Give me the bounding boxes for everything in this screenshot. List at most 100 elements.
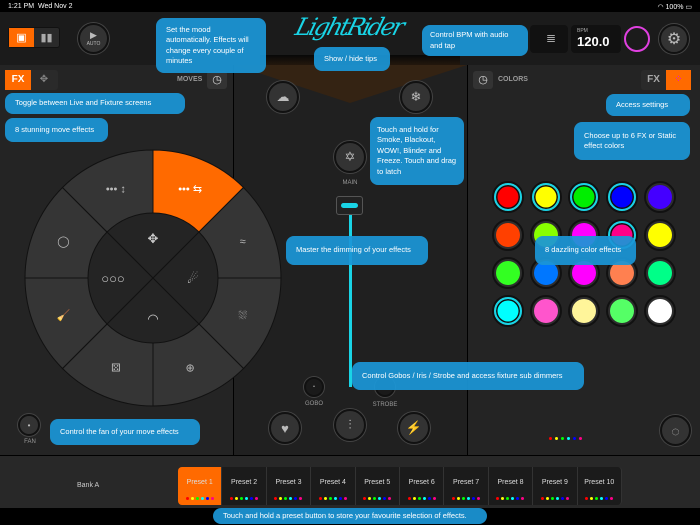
fan-knob[interactable]: • (18, 414, 40, 436)
wow-star-icon[interactable]: ✡ (334, 141, 366, 173)
color-button[interactable] (530, 181, 562, 213)
tip-bpm[interactable]: Control BPM with audio and tap (422, 25, 528, 56)
fixture-bars-icon[interactable]: ▮▮ (40, 32, 53, 44)
color-button[interactable] (530, 295, 562, 327)
live-screen-icon[interactable]: ▣ (9, 28, 34, 47)
fixture-icon[interactable]: ✥ (39, 74, 49, 85)
color-button[interactable] (644, 295, 676, 327)
color-button[interactable] (606, 181, 638, 213)
heart-icon[interactable]: ♥ (269, 412, 301, 444)
move-effect-icon[interactable]: ⛆ (238, 310, 247, 322)
tip-show-hide[interactable]: Show / hide tips (314, 47, 390, 71)
preset-color-dot (195, 497, 199, 500)
move-effect-icon[interactable]: ••• ↕ (106, 183, 126, 195)
preset-button[interactable]: Preset 2 (222, 467, 267, 505)
color-swatch (648, 185, 672, 209)
inner-divider[interactable] (106, 231, 200, 325)
color-swatch (610, 299, 634, 323)
move-effect-icon[interactable]: ⚄ (111, 363, 121, 375)
screen-toggle[interactable]: ▣ ▮▮ (8, 27, 60, 48)
move-effect-icon[interactable]: ••• ⇆ (178, 183, 202, 195)
tips-toggle-icon[interactable] (624, 26, 650, 52)
sub-dimmer-ring-icon[interactable]: ◌ (660, 415, 691, 446)
tip-toggle-screens[interactable]: Toggle between Live and Fixture screens (5, 93, 185, 114)
tip-moves[interactable]: 8 stunning move effects (5, 118, 108, 142)
tip-settings[interactable]: Access settings (606, 94, 690, 116)
preset-color-dot (590, 497, 594, 500)
tip-fan[interactable]: Control the fan of your move effects (50, 419, 200, 445)
tip-auto[interactable]: Set the mood automatically. Effects will… (156, 18, 266, 73)
color-button[interactable] (568, 295, 600, 327)
tip-gobos[interactable]: Control Gobos / Iris / Strobe and access… (352, 362, 584, 390)
preset-button[interactable]: Preset 3 (266, 467, 312, 505)
preset-color-dot (610, 497, 614, 500)
colors-clock-icon[interactable]: ◷ (473, 71, 493, 89)
status-battery: ◠ 100% ▭ (657, 4, 692, 11)
preset-color-dot (240, 497, 244, 500)
preset-button[interactable]: Preset 7 (444, 467, 489, 505)
preset-color-dot (200, 497, 204, 500)
colors-fx-static-toggle[interactable]: FX ⁘ (641, 70, 691, 90)
color-button[interactable] (492, 257, 524, 289)
preset-button[interactable]: Preset 9 (533, 467, 578, 505)
preset-color-dot (472, 497, 476, 500)
color-button[interactable] (644, 219, 676, 251)
preset-button[interactable]: Preset 6 (400, 467, 445, 505)
preset-color-dot (511, 497, 515, 500)
settings-gear-icon[interactable]: ⚙ (659, 24, 689, 54)
tip-colors[interactable]: Choose up to 6 FX or Static effect color… (574, 122, 690, 160)
master-fader-track[interactable] (349, 213, 352, 387)
move-effect-icon[interactable]: ⊕ (186, 363, 195, 375)
move-effect-icon[interactable]: ≈ (240, 236, 246, 248)
preset-color-dot (363, 497, 367, 500)
preset-color-dot (585, 497, 589, 500)
color-swatch (494, 183, 522, 211)
tip-presets[interactable]: Touch and hold a preset button to store … (213, 508, 487, 524)
preset-color-dot (373, 497, 377, 500)
tip-dimming[interactable]: Master the dimming of your effects (286, 236, 428, 265)
color-palette-icon[interactable]: ⁘ (666, 70, 691, 90)
smoke-icon[interactable]: ☁ (267, 81, 299, 113)
color-button[interactable] (492, 181, 524, 213)
inner-effect-icon[interactable]: ○○○ (101, 271, 125, 286)
auto-button[interactable]: ▶AUTO (78, 23, 109, 54)
mic-icon: ≣ (546, 31, 557, 45)
preset-button[interactable]: Preset 5 (355, 467, 400, 505)
color-button[interactable] (492, 219, 524, 251)
preset-button[interactable]: Preset 8 (488, 467, 534, 505)
preset-color-dot (462, 497, 466, 500)
preset-label: Preset 2 (231, 479, 258, 486)
color-button[interactable] (644, 257, 676, 289)
preset-color-dot (333, 497, 337, 500)
color-button[interactable] (606, 295, 638, 327)
preset-button[interactable]: Preset 10 (577, 467, 622, 505)
preset-color-dot (501, 497, 505, 500)
preset-color-dot (274, 497, 278, 500)
tip-effects[interactable]: Touch and hold for Smoke, Blackout, WOW!… (370, 117, 464, 185)
move-wheel[interactable]: ••• ⇆ ≈ ⛆ ⊕ ⚄ 🧹 ◯ ••• ↕ ✥ ☄ ◠ ○○○ (23, 148, 283, 408)
move-effect-icon[interactable]: 🧹 (57, 309, 71, 322)
mixer-sliders-icon[interactable]: ⫶ (334, 409, 366, 441)
bank-label[interactable]: Bank A (77, 482, 100, 489)
master-fader-handle[interactable] (336, 196, 363, 215)
mic-level-button[interactable]: ≣ (530, 25, 568, 53)
inner-effect-icon[interactable]: ✥ (148, 231, 159, 246)
freeze-snowflake-icon[interactable]: ❄ (400, 81, 432, 113)
bpm-tap-button[interactable]: BPM 120.0 (571, 25, 621, 53)
color-button[interactable] (492, 295, 524, 327)
preset-label: Preset 1 (186, 479, 213, 486)
color-button[interactable] (644, 181, 676, 213)
fx-fixture-toggle[interactable]: FX ✥ (5, 70, 58, 90)
preset-button[interactable]: Preset 1 (178, 467, 223, 505)
preset-button[interactable]: Preset 4 (311, 467, 356, 505)
lightning-bolt-icon[interactable]: ⚡ (398, 412, 430, 444)
color-button[interactable] (568, 181, 600, 213)
gobo-knob[interactable]: • (304, 377, 324, 397)
preset-color-dot (318, 497, 322, 500)
move-effect-icon[interactable]: ◯ (57, 236, 69, 248)
tip-color-effects[interactable]: 8 dazzling color effects (535, 236, 636, 265)
moves-clock-icon[interactable]: ◷ (207, 71, 227, 89)
inner-effect-icon[interactable]: ☄ (187, 271, 199, 286)
inner-effect-icon[interactable]: ◠ (147, 311, 158, 326)
color-button[interactable] (568, 257, 600, 289)
